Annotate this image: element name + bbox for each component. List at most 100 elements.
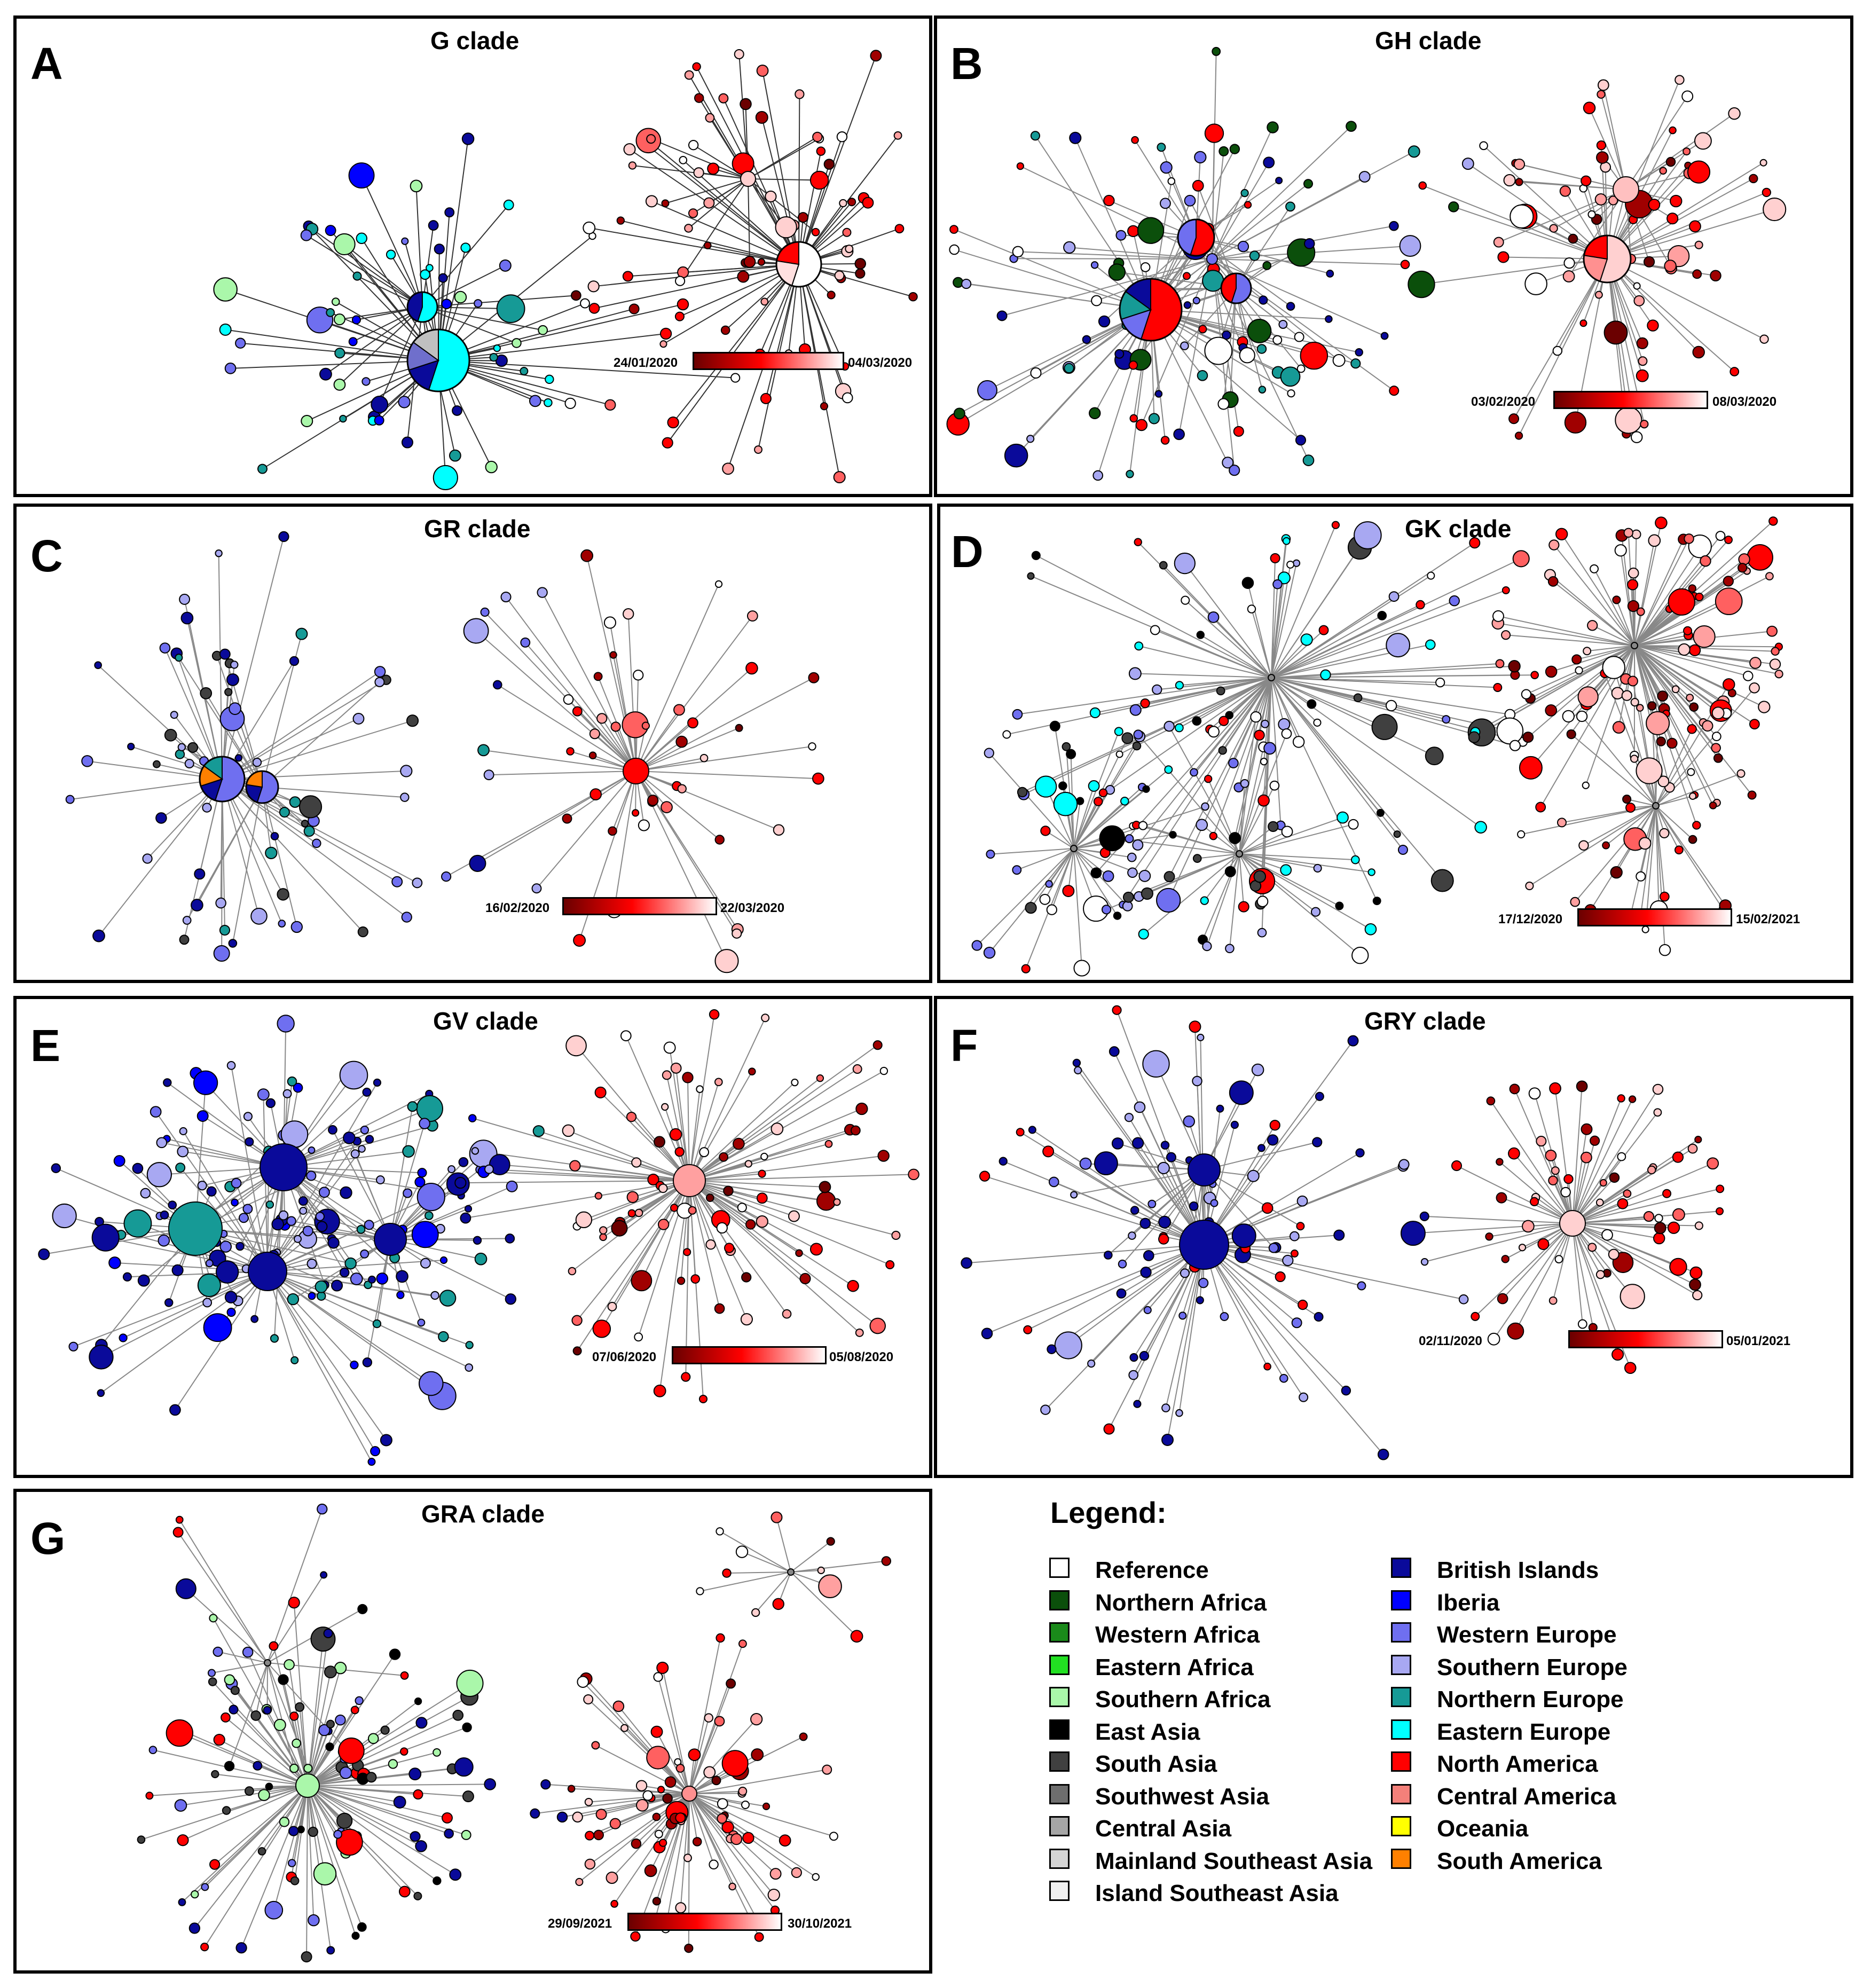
sequence-node [1662,1189,1672,1198]
sequence-node [1627,579,1639,591]
sequence-node [1229,144,1240,154]
branch [1271,558,1276,678]
sequence-node [228,939,238,948]
sequence-node [179,934,190,945]
sequence-node [826,1537,835,1546]
panel-g: G GRA clade 29/09/2021 30/10/2021 [13,1489,932,1974]
branch [262,360,439,469]
branch [1247,583,1272,678]
sequence-node [608,826,617,836]
sequence-node [1026,435,1035,443]
sequence-node [817,1566,825,1574]
sequence-node [1493,682,1503,692]
sequence-node [732,152,754,175]
branch [1600,94,1626,190]
hub-node [1236,850,1243,858]
sequence-node [977,380,998,400]
sequence-node [862,197,874,209]
branch [1271,677,1318,723]
sequence-node [662,1793,673,1804]
branch [1271,639,1307,678]
sequence-node [1346,121,1357,132]
sequence-node [737,1203,747,1213]
branch [742,1551,791,1573]
sequence-node [366,1772,377,1783]
branch [1519,163,1626,190]
branch [267,1271,376,1452]
sequence-node [164,728,177,742]
sequence-node [1563,1174,1574,1184]
sequence-node [1617,1094,1625,1103]
sequence-node [1091,295,1102,307]
sequence-node [170,711,178,719]
sequence-node [1689,1278,1701,1291]
sequence-node [722,462,734,475]
sequence-node [717,1813,727,1824]
panel-g-network [137,1503,891,1963]
branch [648,140,799,265]
sequence-node [1612,595,1621,604]
sequence-node [1049,720,1060,732]
sequence-node [842,392,853,404]
branch [1634,576,1770,646]
branch [990,848,1074,855]
sequence-node [1647,319,1659,332]
sequence-node [1451,1160,1463,1172]
hub-node [295,1773,320,1798]
branch [798,55,877,265]
sequence-node [1124,1113,1134,1122]
legend-label: Central America [1437,1783,1616,1810]
date-end-c: 22/03/2020 [720,901,785,915]
sequence-node [1702,720,1713,732]
panel-title-f: GRY clade [1364,1007,1486,1035]
sequence-node [407,1101,418,1112]
branch [1634,645,1733,694]
sequence-node [339,1060,368,1090]
sequence-node [222,1806,231,1815]
sequence-node [530,1808,540,1819]
sequence-node [1142,785,1150,793]
sequence-node [1657,775,1670,788]
sequence-node [1765,572,1774,580]
sequence-node [1577,686,1599,708]
sequence-node [295,1702,305,1712]
branch [1589,107,1626,190]
sequence-node [1247,604,1256,614]
sequence-node [1012,709,1023,720]
branch [390,1239,511,1300]
branch [1553,581,1635,646]
sequence-node [1612,721,1625,734]
panel-title-e: GV clade [433,1007,538,1035]
sequence-node [484,1164,494,1174]
branch [1592,625,1635,646]
sequence-node [1551,1166,1560,1175]
sequence-node [1630,698,1639,707]
sequence-node [1289,1231,1300,1241]
sequence-node [323,1628,333,1638]
hub-node [1652,802,1660,810]
branch [184,779,223,940]
hub-node [1268,674,1275,681]
sequence-node [1667,1221,1680,1234]
sequence-node [357,1604,368,1614]
branch [307,1785,400,1803]
branch [1655,805,1660,910]
sequence-node [226,1308,236,1317]
branch [1204,1040,1354,1245]
sequence-node [674,1147,685,1157]
branch [577,1180,690,1227]
branch [1572,1129,1587,1224]
sequence-node [318,1186,330,1198]
branch [1502,1223,1573,1299]
sequence-node [1377,611,1387,620]
sequence-node [716,1633,725,1643]
sequence-node [1355,348,1363,357]
sequence-node [1143,1250,1154,1261]
sequence-node [698,1394,708,1404]
sequence-node [1562,270,1575,282]
branch [1587,645,1635,652]
sequence-node [410,1831,421,1842]
sequence-node [1536,1136,1547,1147]
branch [267,1271,355,1365]
sequence-node [326,1719,335,1728]
